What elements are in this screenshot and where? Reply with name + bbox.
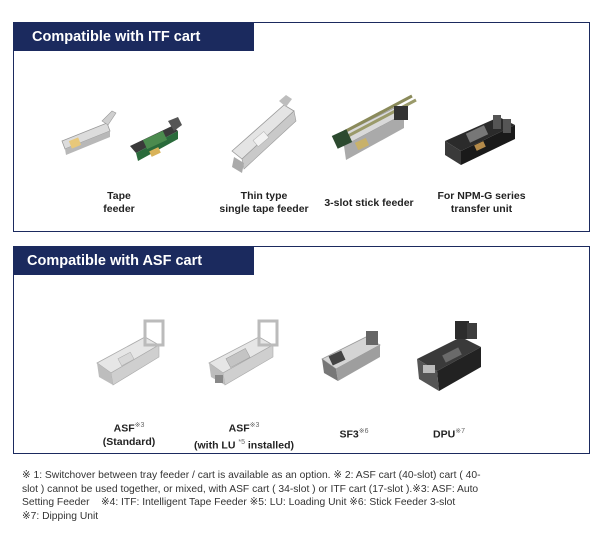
section-title: Compatible with ITF cart <box>14 23 254 51</box>
caption-line1: Tape <box>107 190 131 202</box>
section-title: Compatible with ASF cart <box>14 247 254 275</box>
item-caption: 3-slot stick feeder <box>314 197 424 210</box>
caption-line2: (with LU *5 installed) <box>179 436 309 453</box>
caption-line2: feeder <box>103 203 135 215</box>
item-caption: DPU※7 <box>394 425 504 442</box>
item-caption: ASF※3 (with LU *5 installed) <box>179 419 309 452</box>
tape-feeder-image <box>61 110 182 161</box>
item-caption: Thin type single tape feeder <box>199 190 329 216</box>
dpu-item: DPU※7 <box>394 317 504 447</box>
caption-line1: DPU <box>433 428 456 441</box>
caption-line1: SF3 <box>339 428 359 441</box>
caption-note: ※3 <box>249 422 260 429</box>
footnote: ※ 1: Switchover between tray feeder / ca… <box>22 469 577 523</box>
sf3-image <box>321 331 381 381</box>
caption-line1: ASF <box>228 422 250 435</box>
footnote-line: ※7: Dipping Unit <box>22 510 99 522</box>
caption-line1: ASF <box>113 422 135 435</box>
footnote-line: ※ 1: Switchover between tray feeder / ca… <box>22 470 481 481</box>
caption-line2a: (with LU <box>194 439 239 451</box>
asf-lu-item: ASF※3 (with LU *5 installed) <box>179 317 309 451</box>
stick-feeder-image <box>331 94 417 160</box>
item-caption: Tape feeder <box>44 190 194 216</box>
caption-line2: transfer unit <box>450 203 513 215</box>
asf-lu-image <box>208 319 279 386</box>
thin-tape-feeder-image <box>231 95 297 173</box>
item-caption: ASF※3 (Standard) <box>74 419 184 449</box>
item-caption: SF3※6 <box>304 425 404 442</box>
caption-line1: Thin type <box>240 190 288 202</box>
asf-standard-image <box>96 319 165 386</box>
thin-tape-feeder-item: Thin type single tape feeder <box>199 93 329 223</box>
sf3-item: SF3※6 <box>304 317 404 447</box>
asf-standard-item: ASF※3 (Standard) <box>74 317 184 449</box>
caption-note: ※3 <box>134 422 145 429</box>
caption-note: ※7 <box>455 428 465 435</box>
tape-feeder-item: Tape feeder <box>44 93 194 223</box>
asf-cart-panel: Compatible with ASF cart ASF※3 (Standard… <box>13 246 590 454</box>
transfer-unit-item: For NPM-G series transfer unit <box>419 93 544 223</box>
item-caption: For NPM-G series transfer unit <box>419 190 544 216</box>
caption-line2b: installed) <box>244 439 294 451</box>
caption-line2: (Standard) <box>102 435 156 448</box>
footnote-line: Setting Feeder ※4: ITF: Intelligent Tape… <box>22 497 456 508</box>
caption-line1: 3-slot stick feeder <box>324 197 414 209</box>
caption-note: ※6 <box>358 428 369 435</box>
stick-feeder-item: 3-slot stick feeder <box>314 93 424 223</box>
caption-line1: For NPM-G series <box>437 190 526 202</box>
transfer-unit-image <box>445 115 515 165</box>
dpu-image <box>417 321 481 391</box>
caption-note2: *5 <box>238 438 245 446</box>
footnote-line: slot ) cannot be used together, or mixed… <box>22 483 479 495</box>
itf-cart-panel: Compatible with ITF cart Tape feeder <box>13 22 590 232</box>
caption-line2: single tape feeder <box>219 203 309 215</box>
